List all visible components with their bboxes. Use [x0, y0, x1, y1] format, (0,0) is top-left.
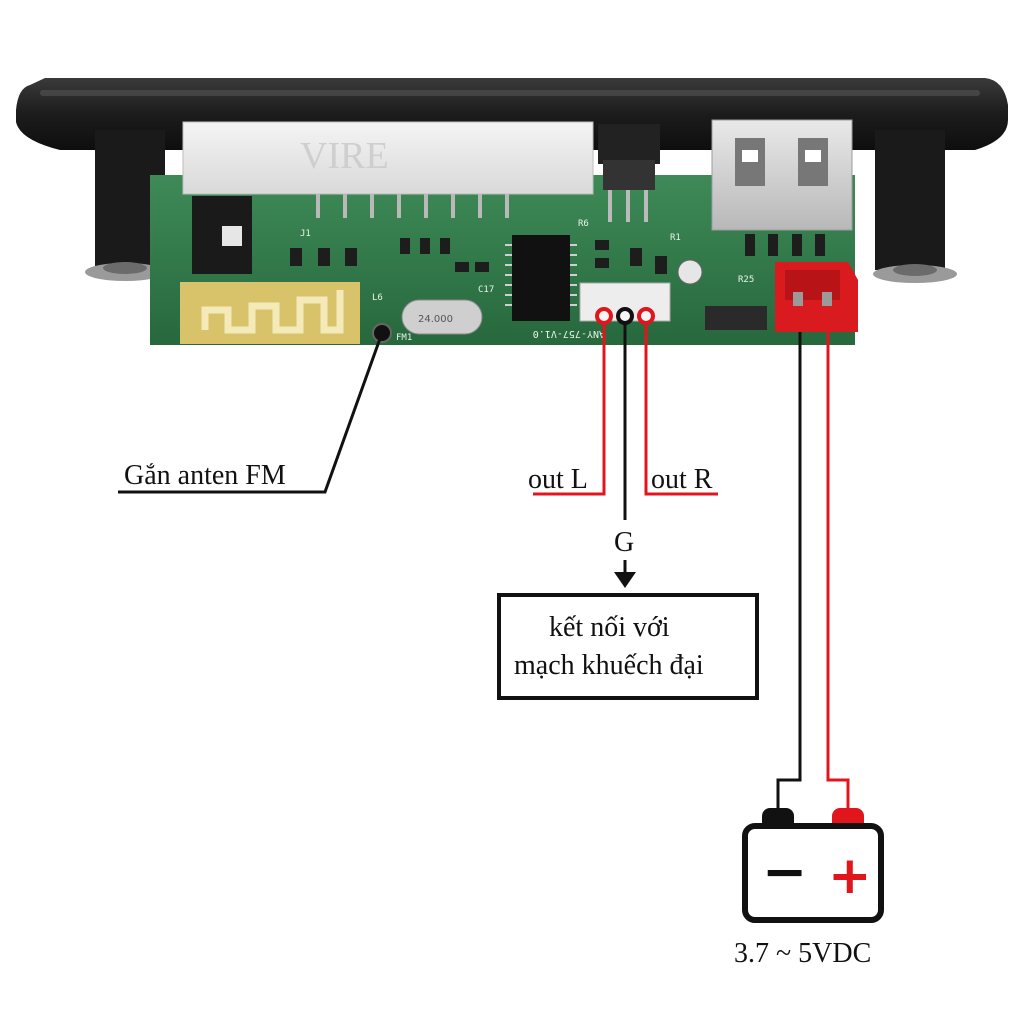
ground-arrow [614, 560, 636, 588]
silk-r25: R25 [738, 275, 754, 285]
silk-c17: C17 [478, 285, 494, 295]
battery-body [742, 823, 884, 923]
ground-pin [616, 307, 634, 325]
main-chip [505, 235, 577, 321]
battery-plus-sign: + [828, 846, 872, 906]
audio-output-connector [579, 282, 671, 325]
ir-receiver [598, 124, 660, 222]
wire-battery-negative [776, 332, 802, 812]
wire-battery-positive [826, 332, 850, 812]
mounting-post-right [873, 130, 957, 283]
crystal-oscillator: 24.000 [401, 299, 483, 335]
buzzer [677, 259, 703, 285]
out-l-label: out L [528, 464, 588, 495]
silk-r1: R1 [670, 233, 681, 243]
usb-port [711, 119, 853, 231]
bluetooth-antenna-trace [201, 290, 344, 334]
fm-antenna-leader [118, 332, 384, 494]
lcd-display [182, 121, 594, 195]
amplifier-connection-box: kết nối với mạch khuếch đại [497, 593, 759, 700]
front-panel-highlight [40, 90, 980, 96]
wire-out-l [533, 322, 606, 496]
battery-minus-sign: − [762, 840, 807, 903]
power-connector [775, 262, 858, 332]
battery-icon: − + [742, 808, 884, 923]
board-model-silkscreen: ANY-757-V1.0 [533, 328, 605, 339]
voltage-label: 3.7 ~ 5VDC [734, 938, 871, 969]
silk-j1: J1 [300, 229, 311, 239]
arrow-down-icon [614, 572, 636, 588]
out-r-pin [637, 307, 655, 325]
lcd-display-text: VIRE [300, 135, 389, 177]
silk-l6: L6 [372, 293, 383, 303]
smd-components [290, 234, 825, 330]
amplifier-label-line2: mạch khuếch đại [514, 650, 704, 681]
ground-label: G [614, 527, 634, 558]
out-r-label: out R [651, 464, 713, 495]
audio-jack [192, 196, 252, 274]
crystal-label: 24.000 [418, 314, 453, 325]
lcd-pins [316, 194, 509, 218]
wire-out-r [644, 322, 718, 496]
antenna-label: Gắn anten FM [124, 460, 286, 491]
mp3-module: VIRE [16, 78, 1008, 345]
silk-fm1: FM1 [396, 333, 412, 343]
out-l-pin [595, 307, 613, 325]
wiring [118, 322, 850, 812]
amplifier-label-line1: kết nối với [549, 612, 670, 643]
silk-r6: R6 [578, 219, 589, 229]
